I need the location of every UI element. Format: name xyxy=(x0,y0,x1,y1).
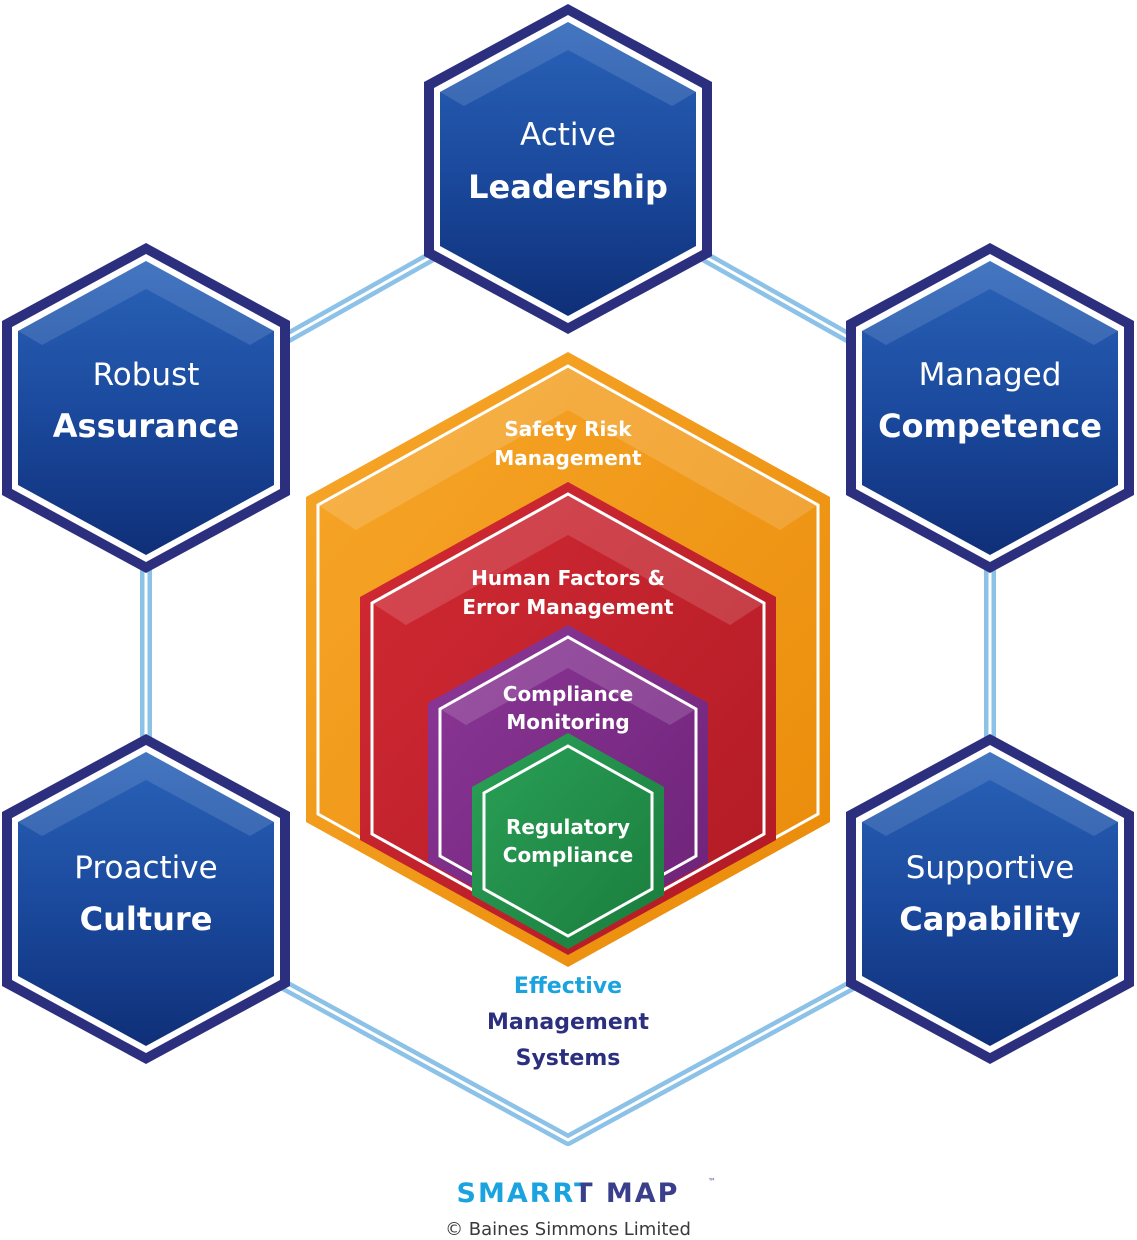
pillar-capability: Supportive Capability xyxy=(846,734,1134,1064)
culture-line2: Culture xyxy=(80,900,213,938)
human-factors-line2: Error Management xyxy=(462,595,674,619)
nested-layers: Safety Risk Management Human Factors & E… xyxy=(306,352,830,967)
human-factors-line1: Human Factors & xyxy=(471,566,665,590)
smarrt-map-logo: SMARRT MAP ™ xyxy=(457,1177,716,1209)
compliance-monitoring-line2: Monitoring xyxy=(506,710,629,734)
caption-line1: Effective xyxy=(514,974,622,999)
caption-line2: Management xyxy=(487,1010,649,1035)
capability-line1: Supportive xyxy=(906,850,1075,886)
center-caption: Effective Management Systems xyxy=(487,974,649,1071)
safety-risk-line1: Safety Risk xyxy=(504,417,632,441)
leadership-line2: Leadership xyxy=(468,168,668,206)
culture-line1: Proactive xyxy=(74,850,217,886)
regulatory-line1: Regulatory xyxy=(506,815,630,839)
assurance-line2: Assurance xyxy=(53,407,239,445)
logo-text: SMARRT MAP xyxy=(457,1178,680,1209)
pillar-culture: Proactive Culture xyxy=(2,734,290,1064)
pillar-leadership: Active Leadership xyxy=(424,4,712,334)
assurance-line1: Robust xyxy=(93,357,200,393)
leadership-line1: Active xyxy=(520,117,616,153)
pillar-competence: Managed Competence xyxy=(846,243,1134,573)
regulatory-line2: Compliance xyxy=(503,843,633,867)
logo-trademark: ™ xyxy=(708,1177,716,1186)
safety-risk-line2: Management xyxy=(494,446,642,470)
competence-line1: Managed xyxy=(919,357,1062,393)
copyright-text: © Baines Simmons Limited xyxy=(445,1219,691,1240)
caption-line3: Systems xyxy=(516,1046,621,1071)
pillar-assurance: Robust Assurance xyxy=(2,243,290,573)
layer-regulatory-compliance: Regulatory Compliance xyxy=(472,733,664,949)
capability-line2: Capability xyxy=(899,900,1081,938)
compliance-monitoring-line1: Compliance xyxy=(503,682,633,706)
competence-line2: Competence xyxy=(878,407,1102,445)
